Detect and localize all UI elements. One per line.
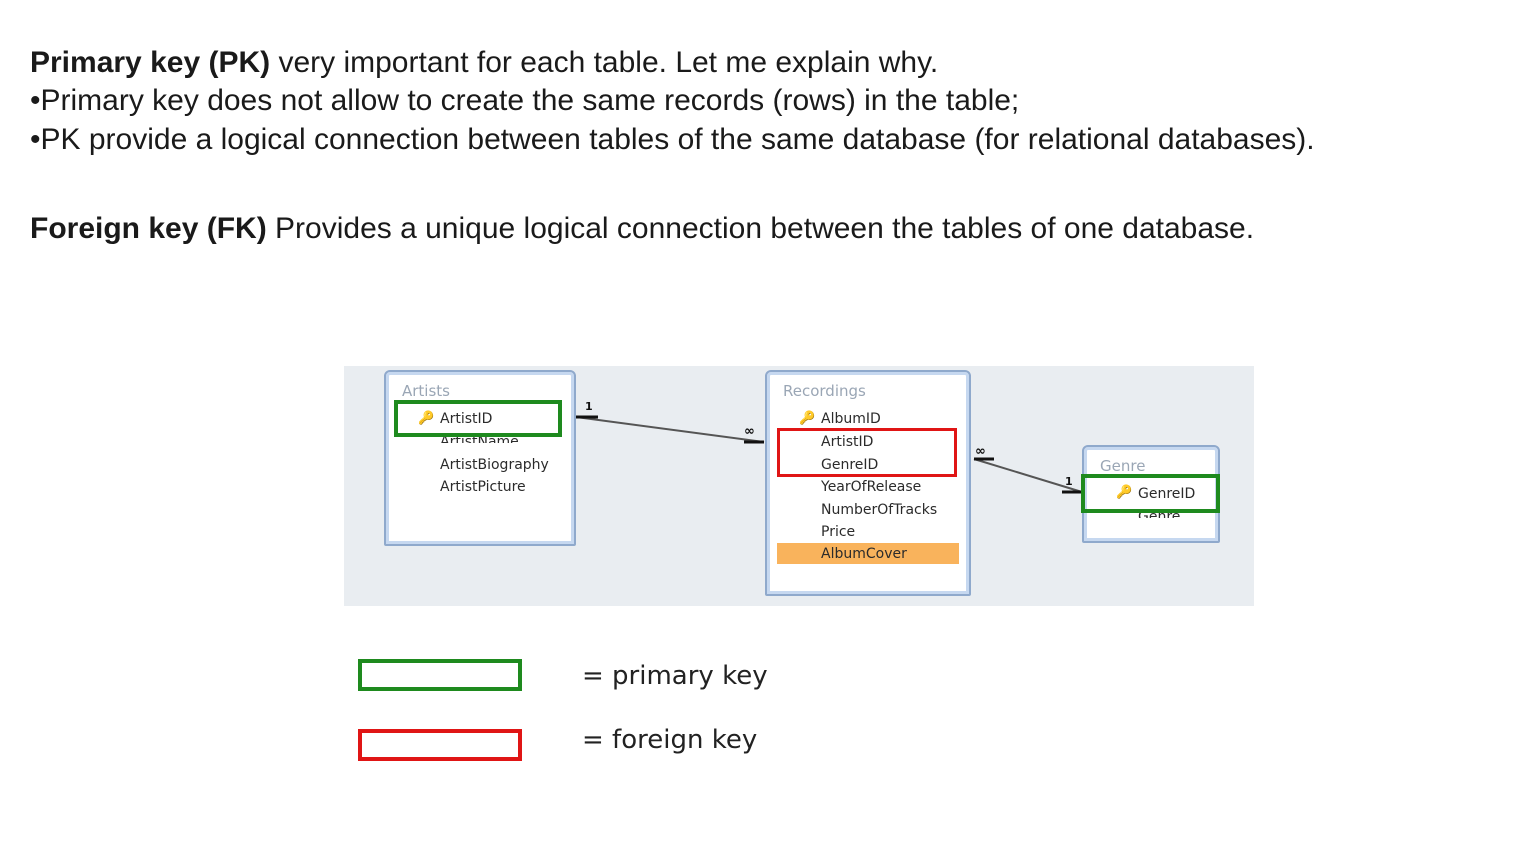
legend-primary-key-label: = primary key (582, 661, 768, 691)
relationship-lines (575, 415, 1083, 494)
recordings-genre-line (973, 458, 1083, 493)
recordings-selected-row[interactable]: AlbumCover (777, 543, 959, 564)
pk-term: Primary key (PK) (30, 46, 271, 79)
fk-term: Foreign key (FK) (30, 212, 267, 245)
artists-table[interactable]: Artists 🔑 ArtistID ArtistName ArtistBiog… (384, 370, 576, 546)
recordings-field-genreid[interactable]: GenreID (821, 457, 879, 473)
artists-field-artistpicture[interactable]: ArtistPicture (440, 479, 526, 495)
cardinality-many-recordings-genre: ∞ (975, 444, 986, 459)
artists-primary-key-highlight (394, 400, 562, 437)
recordings-field-numberoftracks[interactable]: NumberOfTracks (821, 502, 938, 518)
recordings-table-title: Recordings (783, 382, 866, 400)
artists-field-artistname[interactable]: ArtistName (440, 434, 519, 443)
key-icon: 🔑 (799, 410, 816, 425)
fk-line: Foreign key (FK) Provides a unique logic… (30, 211, 1254, 247)
legend-primary-key-swatch (358, 659, 522, 691)
artists-field-artistbiography[interactable]: ArtistBiography (440, 457, 549, 473)
recordings-foreign-key-highlight (777, 428, 957, 477)
pk-line: Primary key (PK) very important for each… (30, 45, 938, 81)
recordings-field-albumcover[interactable]: AlbumCover (821, 546, 907, 562)
legend-foreign-key-swatch (358, 729, 522, 761)
pk-bullet-2: •PK provide a logical connection between… (30, 123, 1315, 156)
genre-primary-key-highlight (1081, 474, 1220, 513)
recordings-table[interactable]: Recordings 🔑 AlbumID ArtistID GenreID Ye… (765, 370, 971, 596)
recordings-field-price[interactable]: Price (821, 524, 856, 540)
artists-table-title: Artists (402, 382, 450, 400)
legend-foreign-key-label: = foreign key (582, 725, 758, 755)
recordings-field-albumid[interactable]: AlbumID (821, 411, 881, 427)
cardinality-one-genre: 1 (1065, 475, 1073, 488)
cardinality-one-artists: 1 (585, 400, 593, 413)
recordings-field-artistid[interactable]: ArtistID (821, 434, 874, 450)
artists-recordings-line (575, 416, 765, 443)
key-icon: 🔑 (1116, 484, 1133, 499)
artists-field-artistid[interactable]: ArtistID (440, 411, 493, 427)
cardinality-many-recordings-artist: ∞ (744, 424, 755, 439)
genre-field-genreid[interactable]: GenreID (1138, 486, 1196, 502)
key-icon: 🔑 (418, 410, 435, 425)
relationship-diagram: Artists 🔑 ArtistID ArtistName ArtistBiog… (344, 366, 1254, 606)
pk-description: very important for each table. Let me ex… (270, 46, 939, 79)
fk-description: Provides a unique logical connection bet… (266, 212, 1255, 245)
genre-table-title: Genre (1100, 457, 1146, 475)
recordings-field-yearofrelease[interactable]: YearOfRelease (821, 479, 922, 495)
genre-field-genre[interactable]: Genre (1138, 509, 1181, 518)
pk-bullet-1: •Primary key does not allow to create th… (30, 84, 1020, 117)
